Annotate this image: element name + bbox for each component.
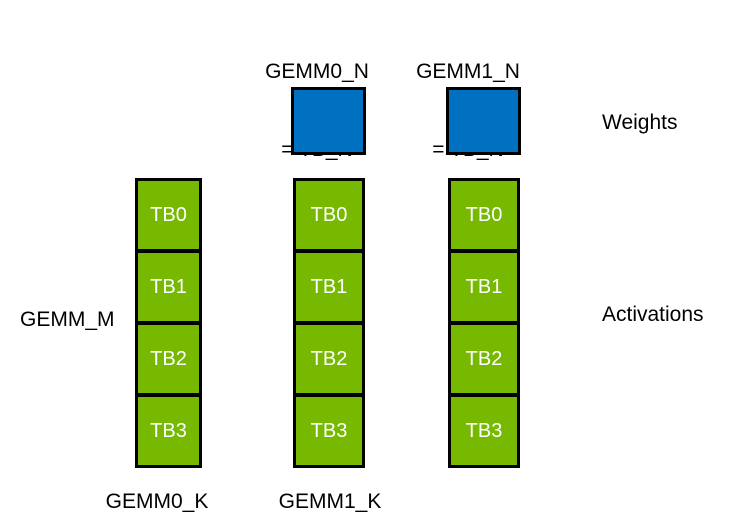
tb-block: TB2 xyxy=(135,322,202,396)
tb-block: TB3 xyxy=(293,394,365,468)
tb-block: TB1 xyxy=(293,250,365,324)
weights-square-gemm0 xyxy=(291,87,366,155)
activations-column-1: TB0 TB1 TB2 TB3 xyxy=(293,178,365,468)
gemm0-k-label: GEMM0_K xyxy=(105,490,209,513)
tb-block: TB2 xyxy=(448,322,520,396)
activations-label: Activations xyxy=(602,303,704,326)
weights-label: Weights xyxy=(602,111,678,134)
tb-block: TB0 xyxy=(448,178,520,252)
tb-block: TB0 xyxy=(293,178,365,252)
gemm1-n-line1: GEMM1_N xyxy=(416,60,520,83)
tb-block: TB1 xyxy=(135,250,202,324)
gemm0-n-line1: GEMM0_N xyxy=(265,60,369,83)
tb-block: TB3 xyxy=(448,394,520,468)
tb-block: TB0 xyxy=(135,178,202,252)
weights-square-gemm1 xyxy=(446,87,521,155)
tb-block: TB2 xyxy=(293,322,365,396)
gemm-m-label: GEMM_M xyxy=(20,308,115,331)
activations-column-2: TB0 TB1 TB2 TB3 xyxy=(448,178,520,468)
tb-block: TB3 xyxy=(135,394,202,468)
gemm1-k-label: GEMM1_K xyxy=(278,490,382,513)
tb-block: TB1 xyxy=(448,250,520,324)
activations-column-0: TB0 TB1 TB2 TB3 xyxy=(135,178,202,468)
